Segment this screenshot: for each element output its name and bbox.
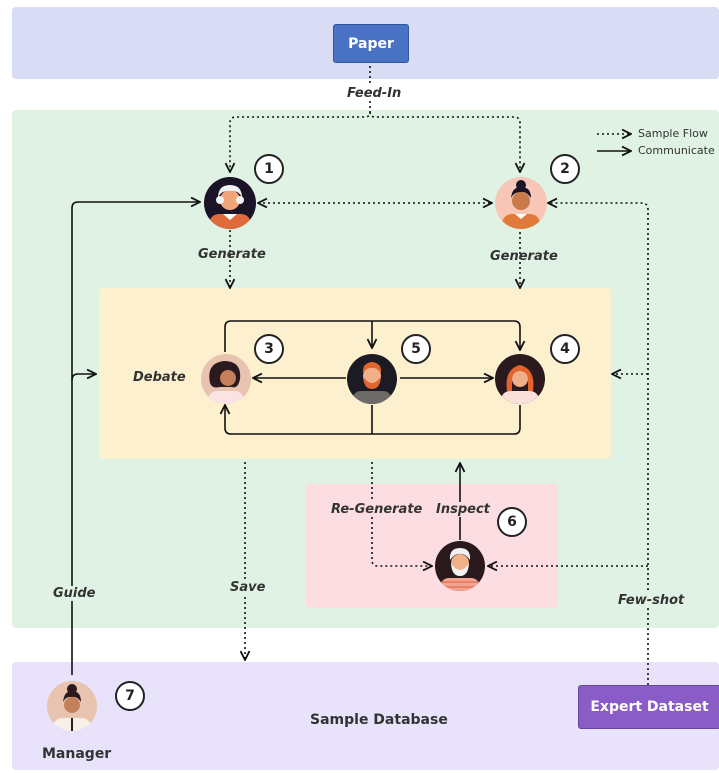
manager-avatar-icon [47, 681, 97, 731]
feed-in-label: Feed-In [344, 86, 405, 101]
woman-avatar-icon [495, 177, 547, 229]
guide-line [71, 202, 200, 675]
step-number-2: 2 [550, 154, 580, 184]
step-number-5: 5 [401, 334, 431, 364]
expert-dataset-box: Expert Dataset [578, 685, 719, 729]
few-shot-line [548, 203, 649, 685]
sample-database-label: Sample Database [310, 712, 448, 728]
save-label: Save [230, 580, 266, 595]
step-number-7: 7 [115, 681, 145, 711]
debate-label: Debate [133, 370, 186, 385]
elderly-woman-avatar-icon [204, 177, 256, 229]
step-number-6: 6 [497, 507, 527, 537]
legend-communicate: Communicate [638, 144, 715, 157]
red-hair-woman-avatar-icon [495, 354, 545, 404]
manager-label: Manager [42, 746, 112, 762]
paper-box: Paper [333, 24, 409, 63]
bearded-man-avatar-icon [347, 354, 397, 404]
feed-in-line [230, 66, 371, 172]
curly-hair-woman-avatar-icon [201, 354, 251, 404]
inspect-label: Inspect [436, 502, 490, 517]
feed-in-line-right [369, 111, 520, 172]
re-generate-label: Re-Generate [331, 502, 423, 517]
generate-left-label: Generate [198, 247, 266, 262]
guide-branch [71, 374, 96, 381]
legend-sample-flow: Sample Flow [638, 127, 708, 140]
few-shot-label: Few-shot [618, 593, 685, 608]
old-man-avatar-icon [435, 541, 485, 591]
step-number-4: 4 [550, 334, 580, 364]
step-number-1: 1 [254, 154, 284, 184]
step-number-3: 3 [254, 334, 284, 364]
guide-label: Guide [53, 586, 96, 601]
generate-right-label: Generate [490, 249, 558, 264]
